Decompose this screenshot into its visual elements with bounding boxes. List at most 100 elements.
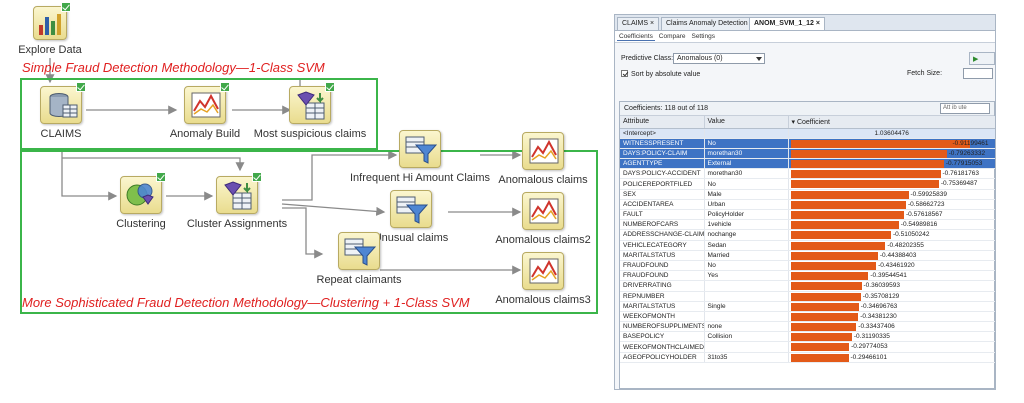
view-subtabs: Coefficients Compare Settings (615, 31, 995, 43)
value-cell: Married (704, 250, 789, 261)
node-cluster-assignments[interactable]: Cluster Assignments (162, 172, 312, 230)
coefficient-cell: -0.44388403 (788, 250, 995, 261)
predictive-class-label: Predictive Class: (621, 55, 674, 62)
apply-icon (289, 82, 335, 124)
tab-anom-svm[interactable]: ANOM_SVM_1_12 × (749, 17, 825, 30)
coefficient-bar (790, 312, 859, 321)
anomaly-chart-icon (522, 252, 564, 290)
table-row[interactable]: <Intercept>1.03604476 (620, 128, 995, 139)
table-row[interactable]: REPNUMBER-0.35708129 (620, 291, 995, 302)
attribute-cell: MARITALSTATUS (620, 250, 705, 261)
node-claims[interactable]: CLAIMS (0, 82, 136, 140)
node-most-suspicious[interactable]: Most suspicious claims (235, 82, 385, 140)
coefficient-value: -0.57618567 (906, 211, 943, 218)
node-infrequent-hi-amount[interactable]: Infrequent Hi Amount Claims (345, 130, 495, 184)
subtab-coefficients[interactable]: Coefficients (617, 33, 655, 41)
attribute-cell: WITNESSPRESENT (620, 138, 705, 149)
attribute-cell: WEEKOFMONTHCLAIMED (620, 341, 705, 353)
attribute-cell: WEEKOFMONTH (620, 311, 705, 323)
node-anomalous-claims[interactable]: Anomalous claims (468, 132, 618, 186)
attribute-cell: <Intercept> (620, 128, 705, 139)
workflow-diagram: Explore Data Simple Fraud Detection Meth… (0, 0, 600, 403)
query-button[interactable]: ▶ (969, 52, 995, 65)
coefficient-cell: -0.29774053 (788, 341, 995, 353)
value-cell (704, 128, 789, 139)
coefficients-table: Attribute Value ▾ Coefficient <Intercept… (620, 116, 995, 363)
clustering-icon (120, 172, 166, 214)
node-label: Repeat claimants (316, 274, 402, 286)
node-anomalous-claims3[interactable]: Anomalous claims3 (468, 252, 618, 306)
tab-claims[interactable]: CLAIMS × (617, 17, 660, 30)
coefficient-value: -0.75369487 (940, 180, 978, 188)
coefficient-cell: -0.54989816 (788, 219, 995, 231)
node-clustering[interactable]: Clustering (66, 172, 216, 230)
coefficient-value: -0.51050242 (893, 231, 930, 239)
coefficient-cell: -0.51050242 (788, 229, 995, 241)
coefficient-bar (790, 261, 877, 270)
value-cell: No (704, 260, 789, 272)
attribute-filter-input[interactable]: Att ib ute (940, 103, 990, 114)
value-cell: Single (704, 301, 789, 312)
coefficient-cell: -0.77915053 (788, 158, 995, 170)
subtab-settings[interactable]: Settings (691, 33, 715, 40)
value-cell: No (704, 178, 789, 190)
node-explore-data[interactable]: Explore Data (0, 2, 125, 56)
subtab-compare[interactable]: Compare (658, 33, 686, 40)
coefficient-value: -0.48202355 (887, 241, 924, 249)
value-cell (704, 341, 789, 353)
fetch-size-label: Fetch Size: (907, 70, 943, 77)
coefficient-bar (790, 323, 857, 331)
value-cell (704, 291, 789, 302)
node-label: Anomalous claims3 (495, 294, 591, 306)
coefficient-bar (790, 343, 850, 352)
node-unusual-claims[interactable]: Unusual claims (336, 190, 486, 244)
chevron-down-icon (756, 57, 762, 61)
table-header-row: Attribute Value ▾ Coefficient (620, 116, 995, 129)
tab-claims-anomaly-detection[interactable]: Claims Anomaly Detection × (661, 17, 759, 30)
coefficient-bar (790, 241, 886, 250)
column-header-attribute[interactable]: Attribute (620, 116, 705, 129)
attribute-cell: NUMBEROFSUPPLIMENTS (620, 321, 705, 333)
anomaly-chart-icon (184, 82, 230, 124)
node-repeat-claimants[interactable]: Repeat claimants (284, 232, 434, 286)
coefficient-bar (790, 149, 947, 158)
coefficient-cell: -0.34381230 (788, 311, 995, 323)
coefficient-bar (790, 160, 944, 168)
predictive-class-select[interactable]: Anomalous (0) (673, 53, 765, 64)
table-row[interactable]: WEEKOFMONTH -0.34381230 (620, 311, 995, 323)
coefficient-cell: -0.36039593 (788, 280, 995, 292)
node-anomalous-claims2[interactable]: Anomalous claims2 (468, 192, 618, 246)
attribute-cell: BASEPOLICY (620, 331, 705, 343)
fetch-size-input[interactable] (963, 68, 993, 79)
table-row[interactable]: WEEKOFMONTHCLAIMED -0.29774053 (620, 341, 995, 353)
node-label: Cluster Assignments (186, 218, 288, 230)
column-header-value[interactable]: Value (704, 116, 789, 129)
coefficient-value: -0.34696763 (860, 302, 898, 310)
node-label: CLAIMS (40, 128, 82, 140)
attribute-cell: FAULT (620, 209, 705, 221)
table-row[interactable]: DRIVERRATING-0.36039593 (620, 280, 995, 292)
anomaly-chart-icon (522, 192, 564, 230)
column-header-coefficient[interactable]: ▾ Coefficient (788, 116, 995, 129)
sort-by-absolute-checkbox[interactable]: Sort by absolute value (621, 70, 700, 78)
node-anomaly-build[interactable]: Anomaly Build (130, 82, 280, 140)
filter-icon (390, 190, 432, 228)
